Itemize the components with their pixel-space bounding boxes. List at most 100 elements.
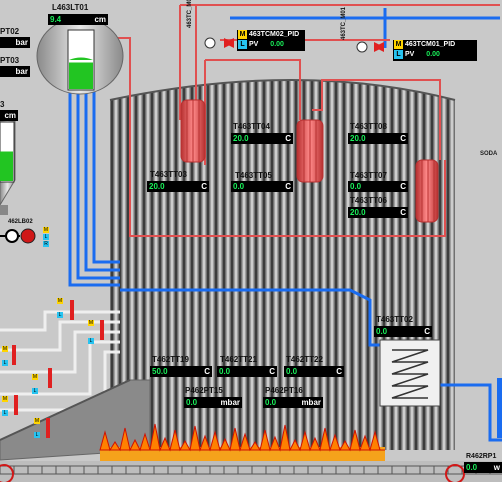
rp-value: 0.0: [466, 463, 478, 472]
pid01-m-button[interactable]: M: [394, 40, 403, 49]
tt08-value: 20.0: [350, 134, 366, 143]
pid01-l-button[interactable]: L: [394, 50, 403, 59]
rp-unit: w: [493, 463, 500, 472]
tt04-value: 20.0: [233, 134, 249, 143]
tt05-display: 0.0 C: [231, 181, 293, 192]
tag-tcm01: 463TC_M01: [341, 6, 347, 40]
tt02-unit: C: [424, 327, 430, 336]
left-level-fill: [0, 151, 13, 181]
tag-lt01: L463LT01: [52, 3, 89, 12]
pid02-pv-value: 0.00: [270, 41, 284, 48]
grate: [0, 461, 502, 482]
lb02-l-button[interactable]: L: [43, 234, 49, 240]
tt02-value: 0.0: [376, 327, 388, 336]
tag-pt16: P462PT16: [265, 386, 303, 395]
tt21-value: 0.0: [219, 367, 231, 376]
line5-l-button[interactable]: L: [2, 410, 8, 416]
tt07-value: 0.0: [350, 182, 362, 191]
pt03-display: bar: [0, 66, 30, 77]
tt22-value: 0.0: [286, 367, 298, 376]
tag-tt02: T463TT02: [376, 315, 413, 324]
tag-tt21: T462TT21: [220, 355, 257, 364]
line3-l-button[interactable]: L: [2, 360, 8, 366]
pid01-title: 463TCM01_PID: [405, 41, 456, 48]
pt15-unit: mbar: [220, 398, 240, 407]
line4-l-button[interactable]: L: [32, 388, 38, 394]
tag-tt03: T463TT03: [150, 170, 187, 179]
left-cm-display: cm: [0, 110, 18, 121]
tt05-value: 0.0: [233, 182, 245, 191]
valve-tcm02[interactable]: [204, 37, 234, 49]
lt01-unit: cm: [88, 14, 108, 25]
pt02-display: bar: [0, 37, 30, 48]
line6-m-button[interactable]: M: [34, 418, 40, 424]
tt04-display: 20.0 C: [231, 133, 293, 144]
line6-l-button[interactable]: L: [34, 432, 40, 438]
pid01-pv-label: PV: [405, 51, 415, 58]
tag-tt08: T463TT08: [350, 122, 387, 131]
tag-tt06: T463TT06: [350, 196, 387, 205]
tag-rp: R462RP1: [466, 453, 497, 460]
valve-tcm01[interactable]: [356, 41, 384, 53]
line5-m-button[interactable]: M: [2, 396, 8, 402]
tt19-value: 50.0: [152, 367, 168, 376]
tt21-display: 0.0 C: [217, 366, 277, 377]
rp-display: 0.0 w: [464, 462, 502, 473]
tag-tt04: T463TT04: [233, 122, 270, 131]
tag-pt15: P462PT15: [185, 386, 223, 395]
tt03-unit: C: [201, 182, 207, 191]
pt16-value: 0.0: [265, 398, 277, 407]
tag-lb02: 462LB02: [8, 219, 33, 225]
tt06-display: 20.0 C: [348, 207, 408, 218]
pt16-unit: mbar: [301, 398, 321, 407]
lt01-value: 9.4: [48, 14, 90, 25]
pt02-unit: bar: [15, 38, 28, 47]
heat-coils: [180, 99, 439, 223]
pid01-pv-value: 0.00: [426, 51, 440, 58]
tt21-unit: C: [269, 367, 275, 376]
tag-tcm02: 463TC_M02: [187, 0, 193, 28]
tag-tt22: T462TT22: [286, 355, 323, 364]
tag-tt07: T463TT07: [350, 171, 387, 180]
line2-l-button[interactable]: L: [88, 338, 94, 344]
tag-soda: SODA: [480, 151, 498, 157]
tank-level-fill: [69, 62, 93, 90]
pt15-value: 0.0: [186, 398, 198, 407]
furnace-body: [110, 80, 455, 450]
tt08-display: 20.0 C: [348, 133, 408, 144]
pid02-pv-label: PV: [249, 41, 259, 48]
red-valve-markers: [12, 300, 104, 438]
lb02-m-button[interactable]: M: [43, 227, 49, 233]
burner-flames: [99, 423, 385, 461]
line4-m-button[interactable]: M: [32, 374, 38, 380]
lb02-r-button[interactable]: R: [43, 241, 49, 247]
tt08-unit: C: [400, 134, 406, 143]
tt02-display: 0.0 C: [374, 326, 432, 337]
tt05-unit: C: [285, 182, 291, 191]
pid02-l-button[interactable]: L: [238, 40, 247, 49]
pump-462lb02[interactable]: [20, 228, 36, 244]
tt07-unit: C: [400, 182, 406, 191]
pid02-title: 463TCM02_PID: [249, 31, 300, 38]
line1-m-button[interactable]: M: [57, 298, 63, 304]
tt06-value: 20.0: [350, 208, 366, 217]
red-pipes: [112, 4, 500, 237]
line2-m-button[interactable]: M: [88, 320, 94, 326]
blue-pipes: [68, 8, 502, 442]
pt16-display: 0.0 mbar: [263, 397, 323, 408]
tt07-display: 0.0 C: [348, 181, 408, 192]
pid02-m-button[interactable]: M: [238, 30, 247, 39]
tag-tt05: T463TT05: [235, 171, 272, 180]
tag-pt03: PT03: [0, 56, 20, 65]
tt04-unit: C: [285, 134, 291, 143]
tt06-unit: C: [400, 208, 406, 217]
heat-exchanger: [379, 339, 441, 407]
line1-l-button[interactable]: L: [57, 312, 63, 318]
line3-m-button[interactable]: M: [2, 346, 8, 352]
